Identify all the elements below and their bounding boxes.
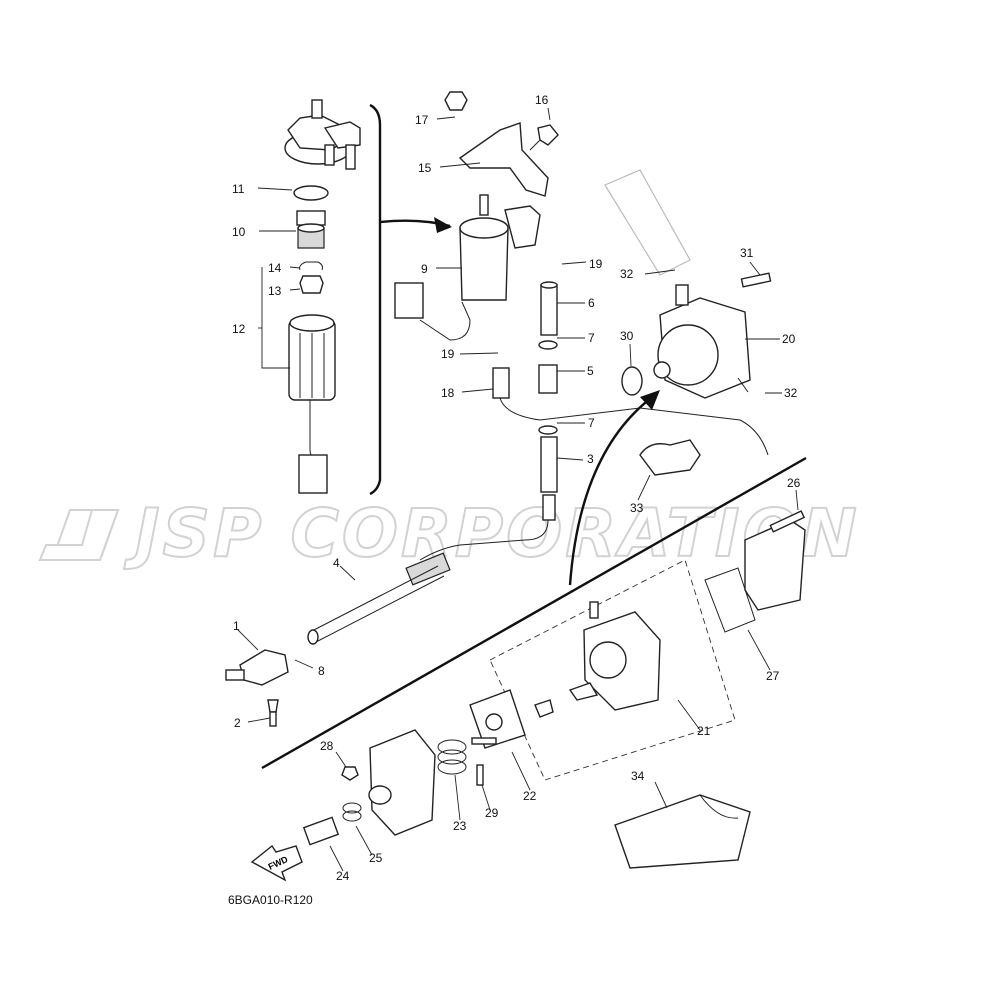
callout-19a: 19 [441, 347, 455, 361]
callout-10: 10 [232, 225, 246, 239]
fwd-arrow: FWD [250, 844, 303, 882]
callout-16: 16 [535, 93, 549, 107]
primer-fitting [225, 649, 289, 727]
callout-32a: 32 [620, 267, 634, 281]
callout-34: 34 [631, 769, 645, 783]
callout-31: 31 [740, 246, 754, 260]
callout-13: 13 [268, 284, 282, 298]
inset-arrow-head [434, 217, 452, 233]
watermark-logo: JSP CORPORATION [38, 494, 860, 573]
pump-arrow-head [640, 390, 660, 410]
callout-1: 1 [233, 619, 240, 633]
callout-17: 17 [415, 113, 429, 127]
fuel-filter-assembly [394, 91, 559, 341]
callout-12: 12 [232, 322, 246, 336]
diagram-code: 6BGA010-R120 [228, 893, 313, 907]
callout-3: 3 [587, 452, 594, 466]
callout-7a: 7 [588, 331, 595, 345]
fuel-hoses [307, 281, 769, 645]
watermark-text: JSP CORPORATION [124, 495, 860, 572]
callout-4: 4 [333, 556, 340, 570]
callout-29: 29 [485, 806, 499, 820]
callout-labels: 1 2 3 4 5 6 7 7 8 9 10 11 12 13 14 15 16… [232, 93, 801, 883]
inset-bracket [369, 103, 382, 496]
callout-30: 30 [620, 329, 634, 343]
callout-28: 28 [320, 739, 334, 753]
callout-23: 23 [453, 819, 467, 833]
callout-33: 33 [630, 501, 644, 515]
callout-18: 18 [441, 386, 455, 400]
fuel-pump-assembly [604, 169, 772, 476]
instruction-envelope [614, 794, 751, 869]
callout-7b: 7 [588, 416, 595, 430]
callout-5: 5 [587, 364, 594, 378]
callout-20: 20 [782, 332, 796, 346]
callout-25: 25 [369, 851, 383, 865]
callout-19b: 19 [589, 257, 603, 271]
callout-9: 9 [421, 262, 428, 276]
pump-arrow [568, 394, 656, 586]
callout-2: 2 [234, 716, 241, 730]
pump-internals [302, 510, 806, 846]
inset-filter-assembly [284, 99, 361, 494]
callout-8: 8 [318, 664, 325, 678]
callout-21: 21 [697, 724, 711, 738]
callout-6: 6 [588, 296, 595, 310]
callout-15: 15 [418, 161, 432, 175]
leader-lines [237, 107, 799, 872]
callout-22: 22 [523, 789, 537, 803]
section-divider-line [261, 456, 807, 770]
callout-27: 27 [766, 669, 780, 683]
callout-11: 11 [232, 182, 245, 196]
callout-32b: 32 [784, 386, 798, 400]
callout-26: 26 [787, 476, 801, 490]
kit-boundary [489, 559, 736, 781]
callout-24: 24 [336, 869, 350, 883]
callout-14: 14 [268, 261, 282, 275]
